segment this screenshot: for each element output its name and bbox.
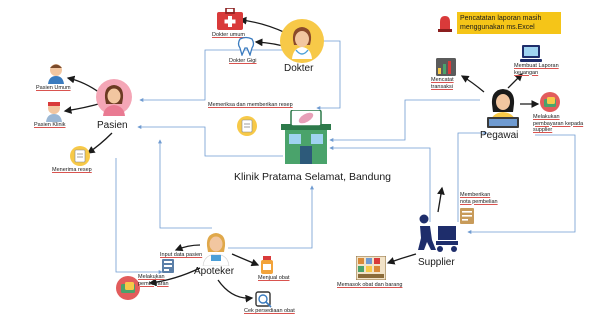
- patient-clinic-icon: [46, 102, 62, 122]
- menerima-resep-label: Menerima resep: [52, 167, 92, 173]
- melakukan-pembayaran-text: Melakukan pembayaran: [138, 274, 169, 287]
- patient-avatar-icon: [96, 79, 132, 116]
- edge-dokter-pasien: [139, 49, 292, 102]
- edge-pegawai-supplier: [467, 134, 576, 234]
- siren-icon: [438, 16, 452, 32]
- supplier-label: Supplier: [418, 257, 455, 268]
- nota-label: Memberikan nota pembelian: [460, 192, 498, 205]
- edge-pegawai-mencatat: [460, 75, 485, 93]
- memasok-label: Memasok obat dan barang: [337, 282, 403, 288]
- nota-text: Memberikan nota pembelian: [460, 192, 498, 205]
- edge-pasien-resep: [86, 132, 113, 154]
- payment-icon: [116, 276, 140, 300]
- payment-icon: [540, 92, 560, 112]
- edge-supplier-memasok: [386, 253, 417, 265]
- edge-supplier-klinik: [329, 146, 431, 222]
- clinic-name-label: Klinik Pratama Selamat, Bandung: [234, 171, 392, 183]
- pasien-label: Pasien: [97, 120, 128, 131]
- melakukan-pembayaran-label: Melakukan pembayaran: [138, 274, 172, 287]
- mencatat-label: Mencatat transaksi: [431, 77, 461, 90]
- menjual-obat-label: Menjual obat: [258, 275, 290, 281]
- tooth-icon: [237, 36, 255, 56]
- clinic-building-icon: [281, 110, 331, 164]
- pharmacist-avatar-icon: [202, 233, 230, 266]
- laporan-text: Membuat Laporan keuangan: [514, 63, 559, 76]
- edge-dokter-klinik: [316, 40, 341, 110]
- dokter-umum-label: Dokter umum: [212, 32, 246, 38]
- prescription-icon: [70, 146, 90, 166]
- dokter-gigi-label: Dokter Gigi: [229, 58, 257, 64]
- edge-dokter-umum: [238, 16, 287, 34]
- edge-pegawai-laporan: [507, 73, 523, 89]
- transaction-log-icon: [436, 58, 456, 76]
- warehouse-shelf-icon: [356, 256, 386, 280]
- memeriksa-label: Memeriksa dan memberikan resep: [208, 102, 293, 108]
- apoteker-label: Apoteker: [194, 266, 235, 277]
- pasien-umum-label: Pasien Umum: [36, 85, 71, 91]
- medicine-bottle-icon: [261, 256, 273, 274]
- pegawai-node: [481, 84, 525, 128]
- invoice-icon: [460, 208, 474, 224]
- pegawai-label: Pegawai: [480, 130, 519, 141]
- edge-klinik-pasien: [137, 125, 283, 157]
- pembayaran-supplier-label: Melakukan pembayaran kepada supplier: [533, 114, 588, 134]
- laporan-label: Membuat Laporan keuangan: [514, 63, 564, 76]
- edge-apoteker-klinik: [228, 185, 314, 249]
- input-data-label: Input data pasien: [160, 252, 203, 258]
- laptop-report-icon: [520, 45, 542, 62]
- alert-text: Pencatatan laporan masih menggunakan ms.…: [460, 15, 542, 31]
- first-aid-icon: [217, 8, 243, 30]
- apoteker-node: [197, 228, 235, 266]
- mencatat-text: Mencatat transaksi: [431, 77, 454, 90]
- dokter-node: [279, 18, 325, 64]
- pembayaran-supplier-text: Melakukan pembayaran kepada supplier: [533, 114, 584, 133]
- alert-box: Pencatatan laporan masih menggunakan ms.…: [457, 12, 561, 34]
- edge-apoteker-pembayaran: [148, 267, 201, 287]
- dokter-label: Dokter: [284, 63, 314, 74]
- patient-general-icon: [48, 64, 64, 84]
- edge-pasien-apoteker: [115, 158, 163, 274]
- employee-avatar-icon: [487, 89, 519, 128]
- prescription-icon: [237, 116, 257, 136]
- edge-apoteker-pasien: [158, 139, 212, 229]
- supplier-delivery-icon: [418, 214, 458, 252]
- doctor-avatar-icon: [280, 19, 324, 63]
- pasien-klinik-label: Pasien Klinik: [34, 122, 66, 128]
- stock-check-icon: [255, 291, 272, 308]
- edge-supplier-nota: [437, 186, 445, 213]
- edge-supplier-pegawai: [457, 131, 488, 222]
- edge-apoteker-cek: [217, 279, 254, 303]
- edge-apoteker-input: [174, 243, 201, 252]
- pasien-node: [95, 78, 133, 116]
- form-icon: [162, 259, 174, 273]
- edge-pegawai-klinik: [329, 99, 480, 142]
- cek-persediaan-label: Cek persediaan obat: [244, 308, 295, 314]
- edge-apoteker-jual: [231, 253, 260, 267]
